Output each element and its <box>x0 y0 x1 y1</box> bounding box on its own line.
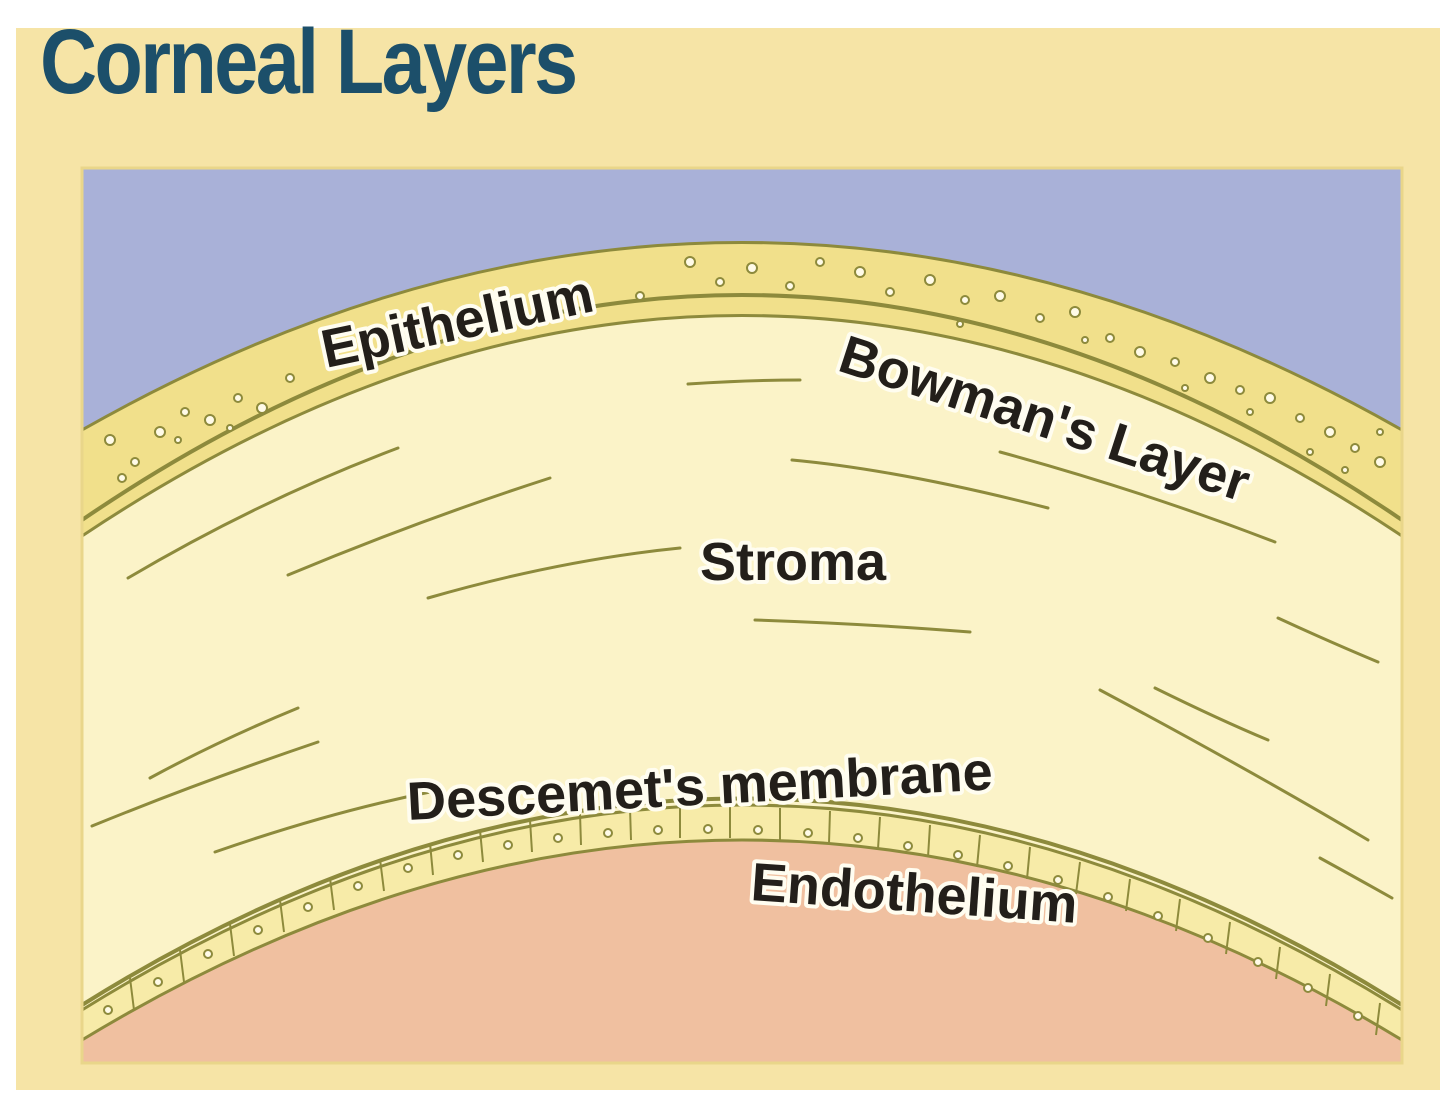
endothelial-cells <box>103 806 1381 1036</box>
bowmans-layer-line <box>82 293 1402 522</box>
stroma-fibers <box>90 378 1394 900</box>
label-stroma: Stroma <box>700 532 887 592</box>
descemets-membrane-line <box>82 796 1402 1007</box>
anterior-chamber <box>82 840 1402 1063</box>
endothelium-band <box>82 803 1402 1042</box>
page-title: Corneal Layers <box>40 11 578 113</box>
bowmans-layer-line-inner <box>82 314 1402 538</box>
epithelial-cells <box>104 256 1386 483</box>
diagram-frame <box>80 166 1404 1065</box>
